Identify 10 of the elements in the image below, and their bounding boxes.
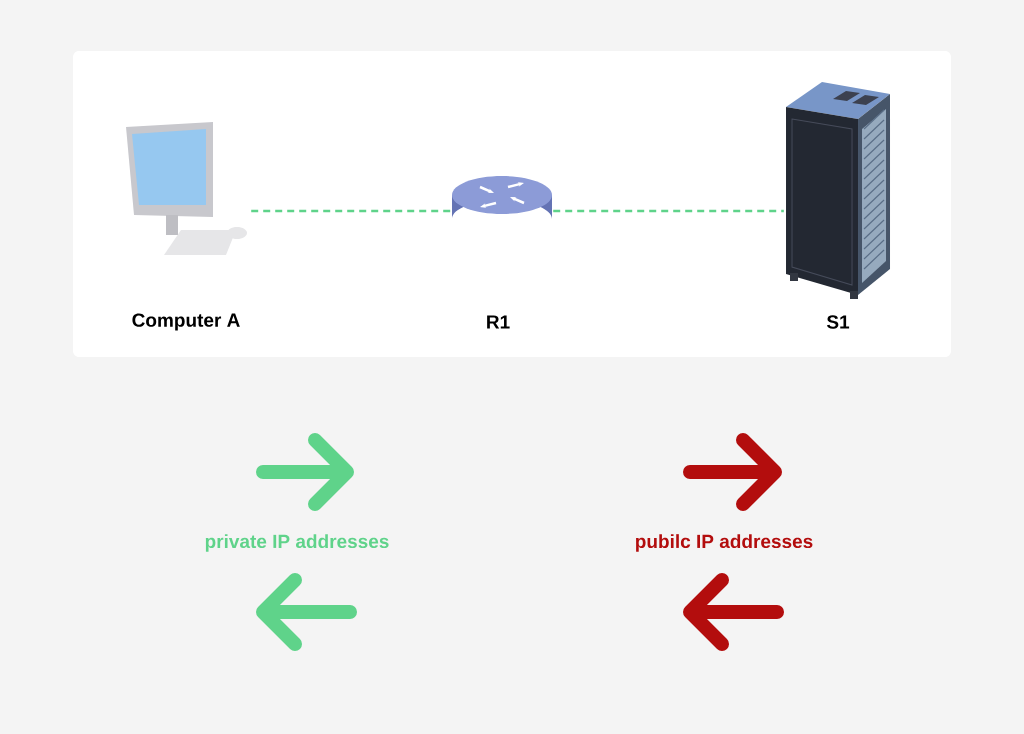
device-caption: Computer A [132,313,240,331]
caption-text: private IP addresses [205,534,389,552]
device-caption: S1 [826,315,850,329]
server-rack-drawing [786,82,890,299]
dashed-line [553,209,784,213]
dashed-line [251,209,451,213]
router-drawing [452,176,552,219]
caption-text: pubilc IP addresses [636,534,813,552]
computer-drawing [126,122,247,255]
device-caption: R1 [487,315,510,329]
